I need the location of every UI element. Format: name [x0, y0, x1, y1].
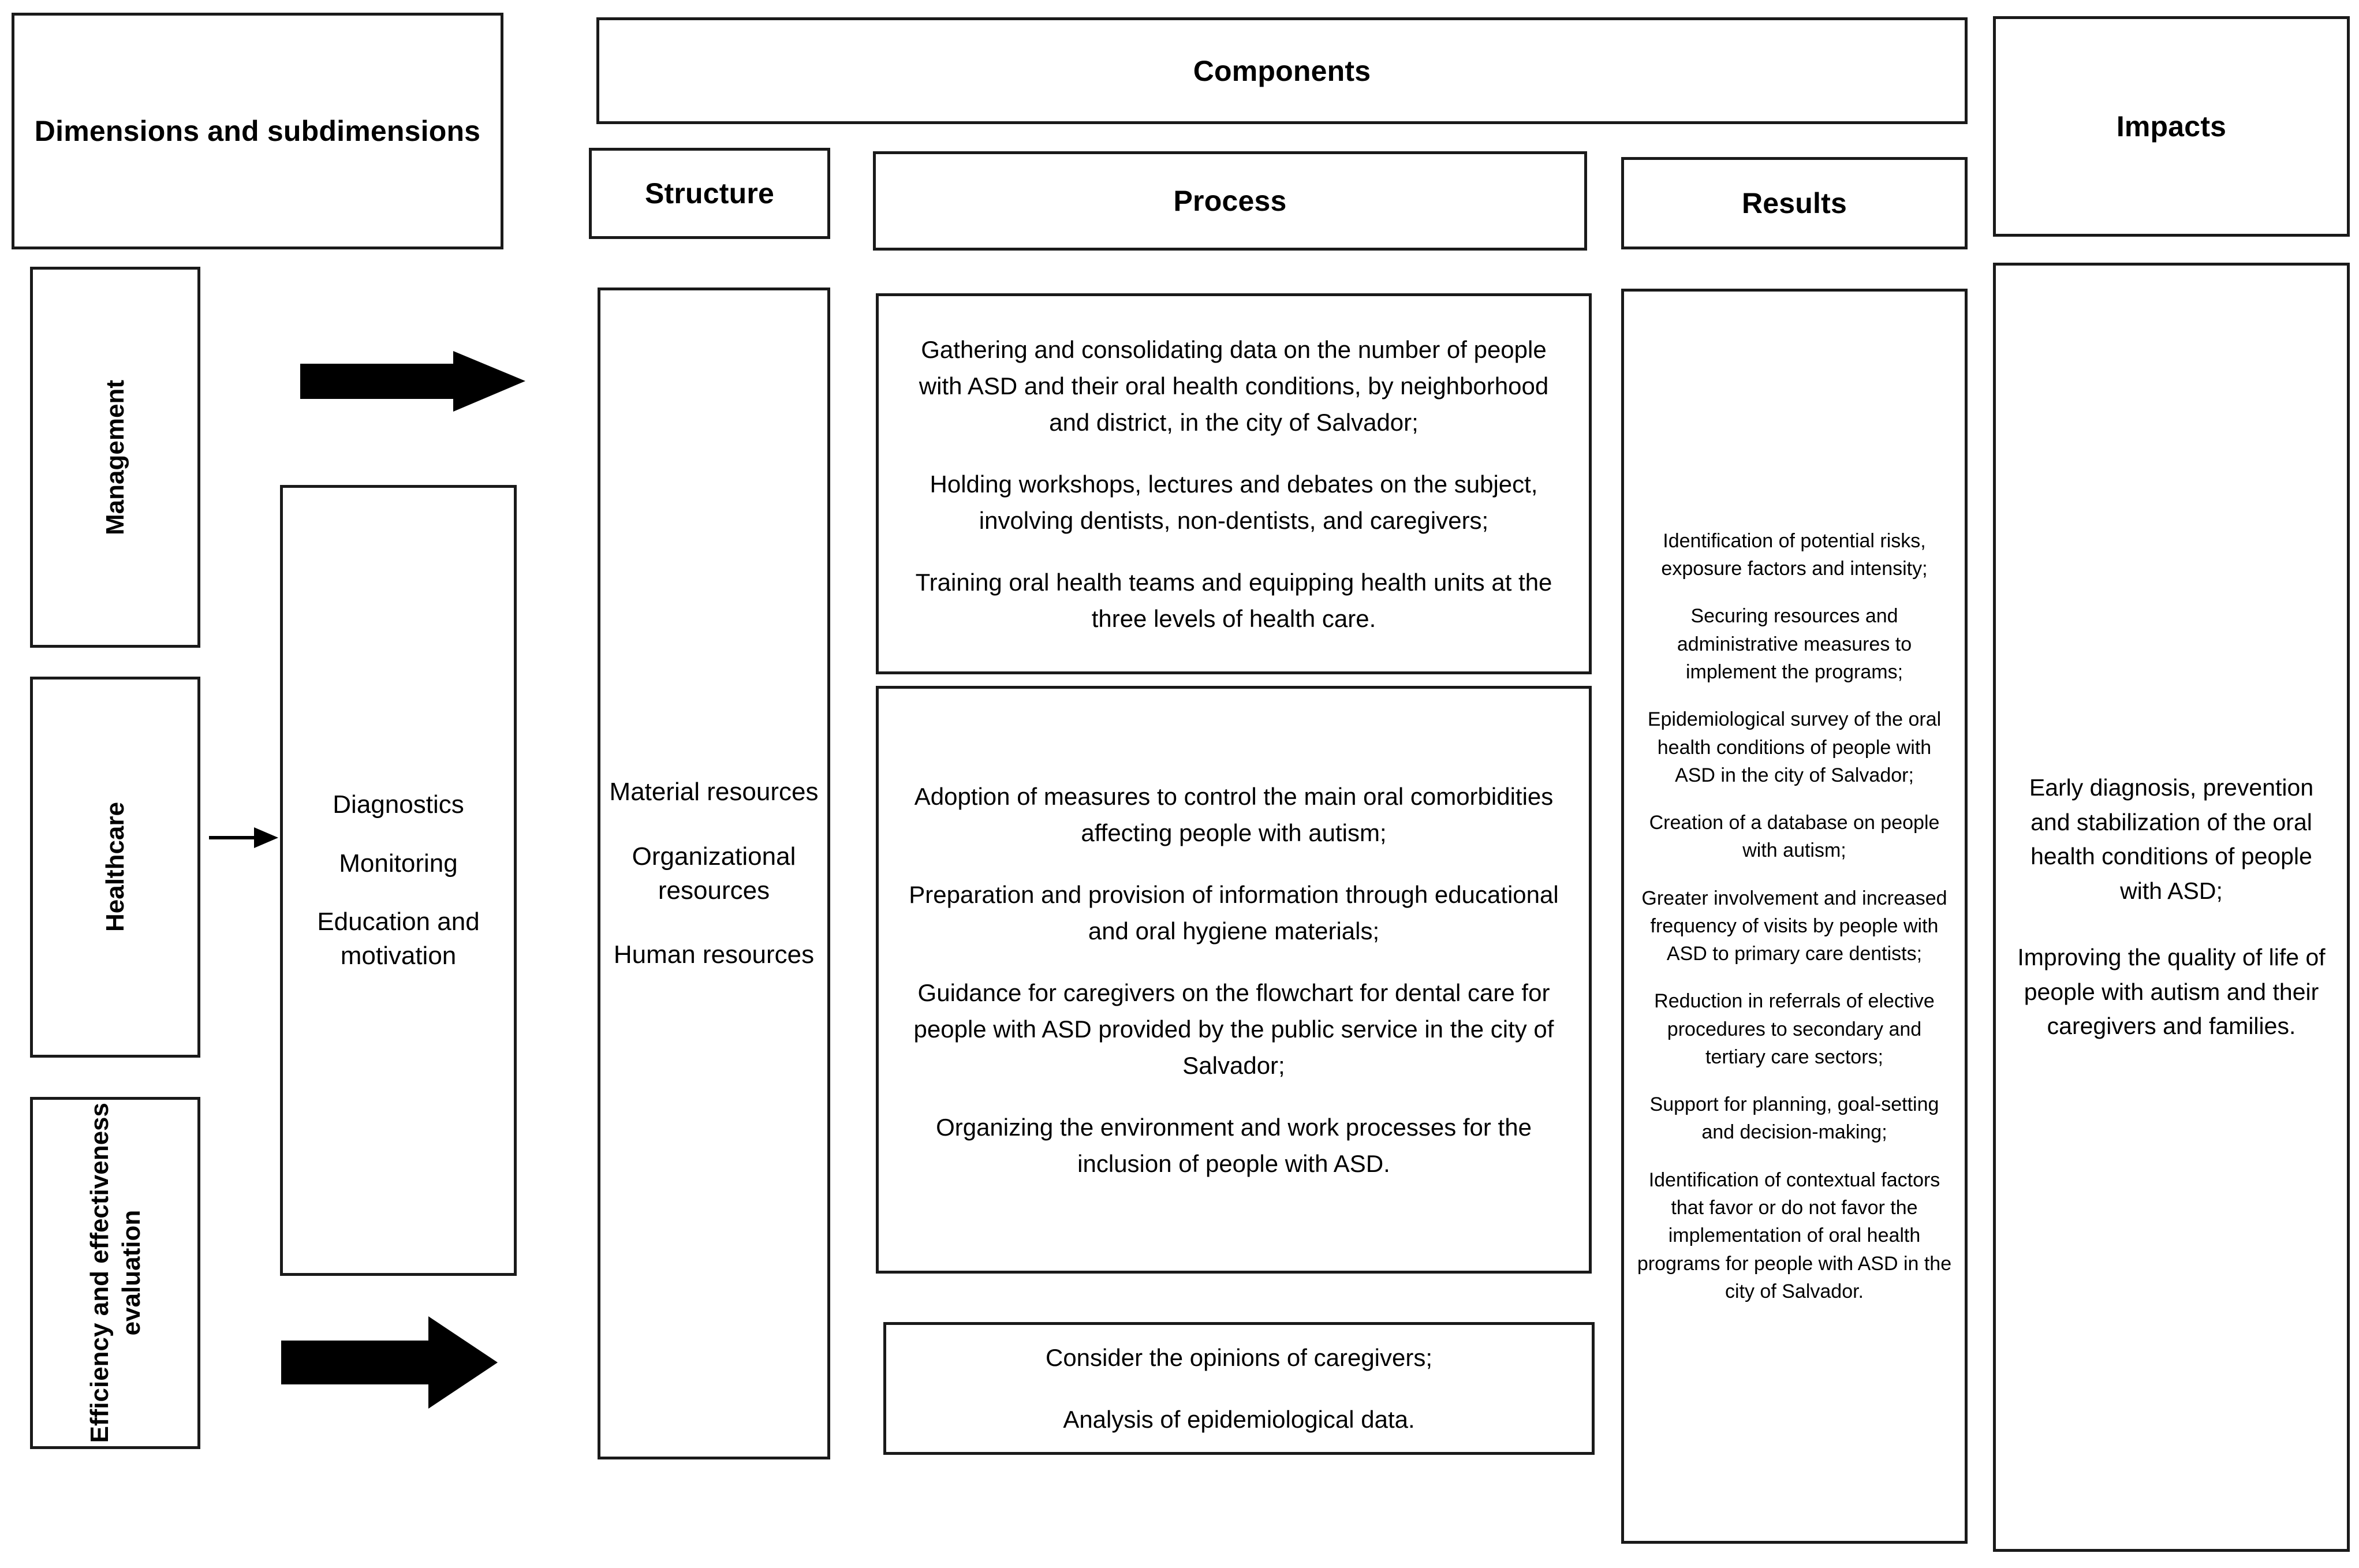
impacts-item: Early diagnosis, prevention and stabiliz…	[2029, 774, 2314, 904]
results-item: Identification of potential risks, expos…	[1661, 529, 1928, 580]
process-item: Consider the opinions of caregivers;	[1045, 1344, 1433, 1371]
subdimension-item: Monitoring	[339, 849, 458, 878]
results-item: Creation of a database on people with au…	[1649, 812, 1940, 862]
process-block-1-box: Gathering and consolidating data on the …	[876, 293, 1592, 674]
structure-body-box: Material resources Organizational resour…	[598, 288, 830, 1459]
process-item: Preparation and provision of information…	[909, 880, 1559, 944]
dimension-label-management: Management	[101, 379, 129, 535]
results-item: Epidemiological survey of the oral healt…	[1647, 708, 1942, 786]
impacts-body-box: Early diagnosis, prevention and stabiliz…	[1993, 263, 2350, 1552]
results-list: Identification of potential risks, expos…	[1624, 519, 1965, 1313]
structure-header-box: Structure	[589, 148, 830, 239]
structure-item: Organizational resources	[632, 842, 796, 905]
dimension-box-management: Management	[30, 267, 200, 648]
dimensions-header-label: Dimensions and subdimensions	[34, 115, 481, 147]
results-item: Securing resources and administrative me…	[1677, 605, 1912, 683]
subdimension-item: Diagnostics	[333, 790, 464, 819]
process-item: Organizing the environment and work proc…	[936, 1113, 1532, 1177]
impacts-item: Improving the quality of life of people …	[2017, 944, 2326, 1040]
process-block-1-list: Gathering and consolidating data on the …	[879, 321, 1589, 647]
process-header-label: Process	[1173, 185, 1287, 217]
subdimensions-list: Diagnostics Monitoring Education and mot…	[283, 787, 514, 973]
structure-header-label: Structure	[644, 177, 775, 210]
structure-list: Material resources Organizational resour…	[600, 775, 827, 972]
impacts-list: Early diagnosis, prevention and stabiliz…	[1996, 763, 2347, 1051]
subdimensions-box: Diagnostics Monitoring Education and mot…	[280, 485, 517, 1276]
results-header-label: Results	[1741, 187, 1847, 219]
process-block-3-list: Consider the opinions of caregivers; Ana…	[886, 1329, 1592, 1448]
results-item: Reduction in referrals of elective proce…	[1654, 990, 1935, 1068]
results-item: Identification of contextual factors tha…	[1637, 1168, 1952, 1302]
impacts-header-label: Impacts	[2116, 110, 2227, 143]
dimensions-header-box: Dimensions and subdimensions	[12, 13, 503, 249]
structure-item: Material resources	[609, 778, 819, 807]
process-item: Gathering and consolidating data on the …	[919, 335, 1549, 436]
process-header-box: Process	[873, 151, 1587, 251]
process-item: Training oral health teams and equipping…	[915, 568, 1552, 632]
subdimension-item: Education and motivation	[317, 908, 480, 970]
process-item: Analysis of epidemiological data.	[1063, 1406, 1415, 1433]
process-item: Adoption of measures to control the main…	[914, 782, 1554, 846]
results-header-box: Results	[1621, 157, 1968, 249]
process-block-3-box: Consider the opinions of caregivers; Ana…	[883, 1322, 1595, 1455]
dimension-box-healthcare: Healthcare	[30, 677, 200, 1058]
components-header-label: Components	[1193, 54, 1371, 87]
impacts-header-box: Impacts	[1993, 16, 2350, 237]
dimension-label-healthcare: Healthcare	[101, 802, 129, 932]
structure-item: Human resources	[613, 940, 815, 969]
results-body-box: Identification of potential risks, expos…	[1621, 289, 1968, 1544]
results-item: Support for planning, goal-setting and d…	[1649, 1093, 1939, 1144]
process-item: Holding workshops, lectures and debates …	[930, 470, 1538, 534]
components-header-box: Components	[596, 17, 1968, 124]
results-item: Greater involvement and increased freque…	[1641, 887, 1947, 965]
process-block-2-box: Adoption of measures to control the main…	[876, 686, 1592, 1274]
arrow-healthcare-to-subdimensions	[209, 827, 278, 848]
dimension-box-evaluation: Efficiency and effectiveness evaluation	[30, 1097, 200, 1449]
dimension-label-evaluation: Efficiency and effectiveness evaluation	[85, 1103, 145, 1443]
process-block-2-list: Adoption of measures to control the main…	[879, 768, 1589, 1192]
process-item: Guidance for caregivers on the flowchart…	[913, 979, 1554, 1079]
arrow-management-to-components	[300, 351, 525, 412]
arrow-evaluation-to-components	[281, 1316, 498, 1409]
